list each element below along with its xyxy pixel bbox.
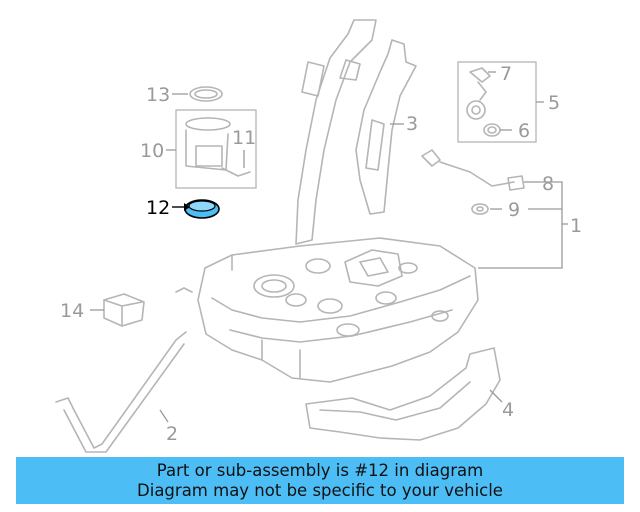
callout-12: 12	[146, 197, 170, 219]
callout-3: 3	[406, 113, 418, 135]
callout-5: 5	[548, 92, 560, 114]
banner-line-disclaimer: Diagram may not be specific to your vehi…	[137, 480, 503, 500]
part-12-seal-highlighted	[172, 199, 220, 219]
banner-line-part: Part or sub-assembly is #12 in diagram	[156, 460, 484, 480]
callout-4: 4	[502, 399, 514, 421]
filler-pipe	[295, 19, 377, 245]
parts-diagram: 1 2 3 4 5 6 7 8 9 10 11 12 13 14	[55, 19, 582, 453]
callout-13: 13	[146, 84, 170, 106]
callout-9: 9	[508, 199, 520, 221]
part-8-wire	[421, 149, 538, 191]
callout-1: 1	[570, 215, 582, 237]
part-info-banner: Part or sub-assembly is #12 in diagram D…	[16, 457, 624, 504]
callout-6: 6	[518, 120, 530, 142]
callout-14: 14	[60, 300, 84, 322]
part-5-group	[457, 61, 544, 143]
part-9-seal	[471, 203, 502, 215]
callout-8: 8	[542, 173, 554, 195]
part-3-shield	[355, 39, 417, 215]
part-10-pump-group	[166, 109, 257, 189]
part-4-shield	[305, 347, 503, 441]
fuel-tank	[197, 237, 479, 383]
part-14-module	[90, 293, 145, 327]
callout-7: 7	[500, 63, 512, 85]
part-13-ring	[172, 86, 223, 102]
callout-10: 10	[140, 140, 164, 162]
callout-11: 11	[232, 127, 256, 149]
callout-2: 2	[166, 423, 178, 445]
part-1-bracket	[478, 181, 563, 269]
part-2-strap	[55, 287, 193, 453]
